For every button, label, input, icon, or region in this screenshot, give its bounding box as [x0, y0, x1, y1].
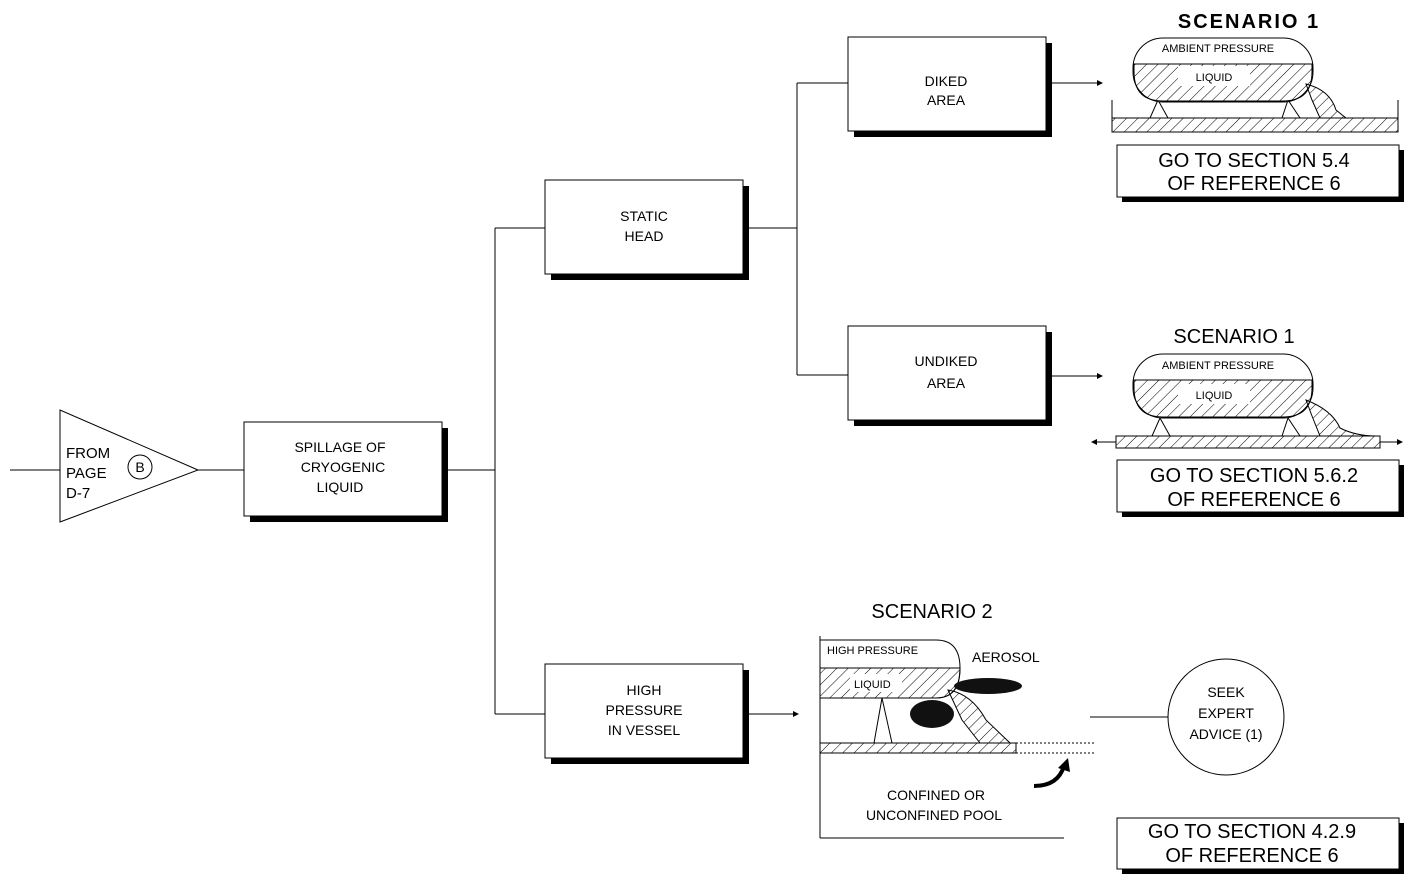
undiked-line1: UNDIKED	[914, 353, 977, 369]
reference-5-6-2-line2: OF REFERENCE 6	[1167, 489, 1340, 511]
scenario-2-title: SCENARIO 2	[871, 601, 992, 623]
high-pressure-line3: IN VESSEL	[608, 722, 681, 738]
scenario-2-illustration: SCENARIO 2 HIGH PRESSURE LIQUID AEROSOL …	[819, 601, 1094, 839]
static-head-line2: HEAD	[625, 228, 664, 244]
reference-5-4-line1: GO TO SECTION 5.4	[1158, 150, 1350, 172]
spillage-line3: LIQUID	[317, 479, 364, 495]
scenario-2-aerosol: AEROSOL	[972, 649, 1040, 665]
reference-5-4-line2: OF REFERENCE 6	[1167, 173, 1340, 195]
high-pressure-line1: HIGH	[627, 682, 662, 698]
seek-line1: SEEK	[1207, 684, 1245, 700]
scenario-2-high-pressure: HIGH PRESSURE	[827, 645, 918, 657]
aerosol-cloud-lower	[910, 700, 954, 728]
diked-line2: AREA	[927, 92, 966, 108]
diked-node: DIKED AREA	[847, 36, 1052, 137]
scenario-2-pool-line1: CONFINED OR	[887, 787, 985, 803]
source-line3: D-7	[66, 485, 90, 502]
aerosol-cloud-upper	[954, 678, 1022, 694]
spread-arrow	[1033, 765, 1066, 788]
reference-5-6-2: GO TO SECTION 5.6.2 OF REFERENCE 6	[1116, 459, 1404, 517]
connector-letter: B	[135, 459, 144, 475]
spillage-line2: CRYOGENIC	[301, 459, 386, 475]
seek-expert-advice-node: SEEK EXPERT ADVICE (1)	[1167, 658, 1285, 776]
scenario-1-bottom-title: SCENARIO 1	[1173, 326, 1294, 348]
static-head-node: STATIC HEAD	[544, 179, 749, 280]
spillage-line1: SPILLAGE OF	[294, 439, 385, 455]
high-pressure-line2: PRESSURE	[605, 702, 682, 718]
scenario-1-top-title: SCENARIO 1	[1178, 11, 1320, 33]
reference-5-4: GO TO SECTION 5.4 OF REFERENCE 6	[1116, 144, 1404, 202]
high-pressure-node: HIGH PRESSURE IN VESSEL	[544, 663, 749, 764]
scenario-2-liquid: LIQUID	[854, 679, 891, 691]
scenario-1-bottom-ambient: AMBIENT PRESSURE	[1162, 360, 1274, 372]
spillage-node: SPILLAGE OF CRYOGENIC LIQUID	[243, 421, 448, 522]
source-line2: PAGE	[66, 465, 107, 482]
reference-4-2-9-line2: OF REFERENCE 6	[1165, 845, 1338, 867]
seek-line2: EXPERT	[1198, 705, 1254, 721]
source-connector: FROM PAGE D-7 B	[10, 409, 200, 523]
reference-5-6-2-line1: GO TO SECTION 5.6.2	[1150, 465, 1358, 487]
scenario-1-top-ambient: AMBIENT PRESSURE	[1162, 43, 1274, 55]
undiked-node: UNDIKED AREA	[847, 325, 1052, 426]
diked-line1: DIKED	[925, 73, 968, 89]
static-head-line1: STATIC	[620, 208, 668, 224]
undiked-line2: AREA	[927, 375, 966, 391]
scenario-2-pool-line2: UNCONFINED POOL	[866, 807, 1002, 823]
scenario-1-top-liquid: LIQUID	[1196, 72, 1233, 84]
reference-4-2-9-line1: GO TO SECTION 4.2.9	[1148, 821, 1356, 843]
seek-line3: ADVICE (1)	[1189, 726, 1262, 742]
scenario-1-undiked-illustration: SCENARIO 1 AMBIENT PRESSURE LIQUID	[1091, 326, 1403, 449]
source-line1: FROM	[66, 445, 110, 462]
reference-4-2-9: GO TO SECTION 4.2.9 OF REFERENCE 6	[1116, 817, 1404, 874]
scenario-1-diked-illustration: SCENARIO 1 AMBIENT PRESSURE LIQUID	[1111, 11, 1399, 133]
connector-circle	[127, 454, 153, 480]
scenario-1-bottom-liquid: LIQUID	[1196, 390, 1233, 402]
